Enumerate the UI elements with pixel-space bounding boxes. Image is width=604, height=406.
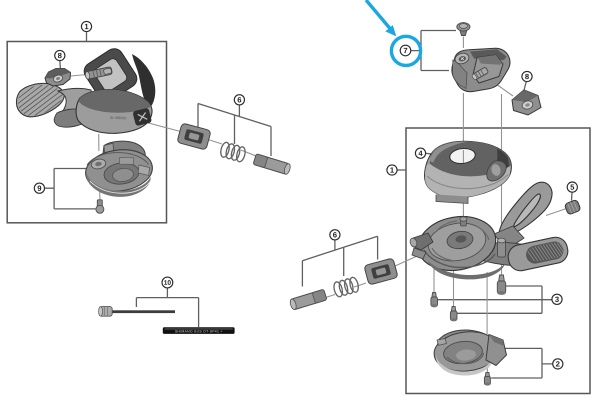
svg-text:SHIMANO SUS OT-SP41 =: SHIMANO SUS OT-SP41 = <box>175 330 223 334</box>
svg-text:SL-M9000: SL-M9000 <box>110 116 127 121</box>
